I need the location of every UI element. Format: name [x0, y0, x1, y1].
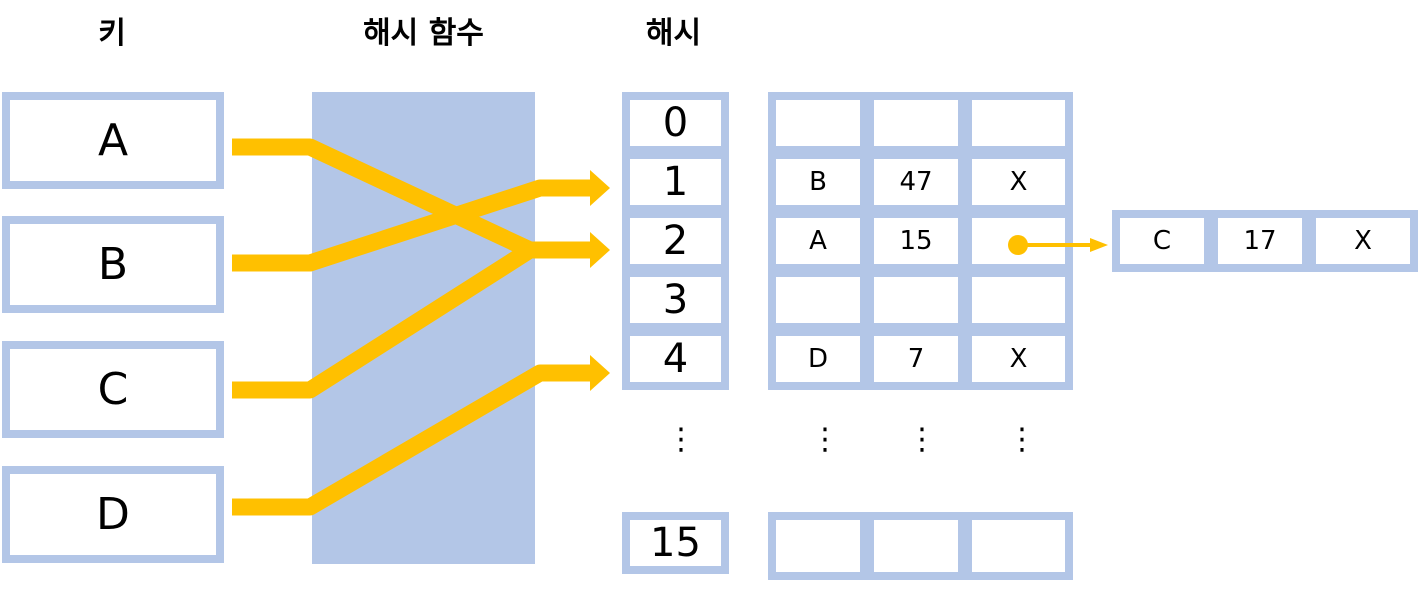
hash-slot-1: 1 [622, 151, 729, 213]
hash-slot-3: 3 [622, 269, 729, 331]
bucket-0-value [866, 92, 966, 154]
bucket-1-next: X [964, 151, 1073, 213]
bucket-0-next [964, 92, 1073, 154]
arrowhead-2 [590, 232, 610, 268]
arrow-c-to-2 [232, 241, 592, 399]
bucket-4-key: D [768, 328, 868, 390]
bucket-1-value: 47 [866, 151, 966, 213]
chain-node-next: X [1308, 210, 1418, 272]
arrow-d-to-4 [232, 364, 592, 516]
bucket-0-key [768, 92, 868, 154]
key-box-c: C [2, 341, 224, 438]
bucket-2-value: 15 [866, 210, 966, 272]
hash-slot-2: 2 [622, 210, 729, 272]
bucket-3-next [964, 269, 1073, 331]
chain-node-value: 17 [1210, 210, 1310, 272]
bucket-15-key [768, 512, 868, 580]
arrowhead-4 [590, 355, 610, 391]
bucket-4-next: X [964, 328, 1073, 390]
hash-slot-4: 4 [622, 328, 729, 390]
hash-header: 해시 [645, 16, 702, 51]
arrowhead-1 [590, 170, 610, 206]
key-box-a: A [2, 92, 224, 189]
pointer-arrowhead [1090, 238, 1108, 252]
bucket-2-key: A [768, 210, 868, 272]
chain-node-key: C [1112, 210, 1212, 272]
bucket-2-next [964, 210, 1073, 272]
key-box-b: B [2, 216, 224, 313]
bucket-3-key [768, 269, 868, 331]
keys-header: 키 [98, 16, 126, 51]
bucket-15-next [964, 512, 1073, 580]
hash-slot-15: 15 [622, 512, 729, 574]
hash-slot-0: 0 [622, 92, 729, 154]
arrow-b-to-1 [232, 179, 592, 272]
bucket-15-value [866, 512, 966, 580]
bucket-4-value: 7 [866, 328, 966, 390]
hash-function-header: 해시 함수 [363, 16, 484, 51]
key-box-d: D [2, 466, 224, 563]
bucket-1-key: B [768, 151, 868, 213]
bucket-3-value [866, 269, 966, 331]
